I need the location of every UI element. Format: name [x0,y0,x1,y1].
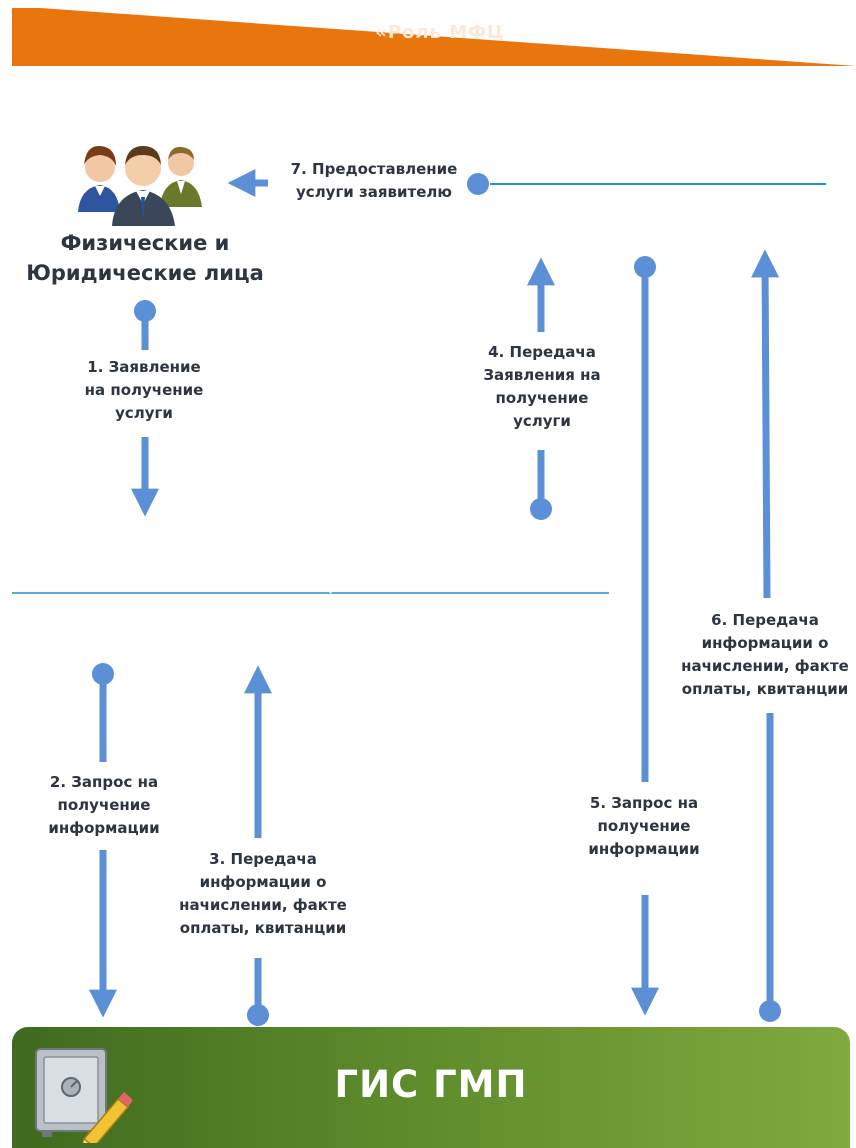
banner [0,0,856,66]
safe-icon [35,1048,132,1143]
arrow-step6 [751,249,780,599]
users-caption: Физические и Юридические лица [26,231,264,285]
label-step5: 5. Запрос на получение информации [588,794,700,858]
banner-shape [12,6,856,66]
dot-step7 [467,173,489,195]
gis-gmp-block: ГИС ГМП [12,1027,850,1148]
mfc-label-hidden: МФЦ [291,579,333,595]
banner-title: «Роль МФЦ [375,22,505,43]
people-icon [78,145,202,226]
pencil-icon [82,1092,132,1143]
label-step7: 7. Предоставление услуги заявителю [290,160,458,201]
label-step6: 6. Передача информации о начислении, фак… [681,611,849,698]
label-step4: 4. Передача Заявления на получение услуг… [483,343,601,430]
label-step1: 1. Заявление на получение услуги [84,358,204,422]
label-step3: 3. Передача информации о начислении, фак… [179,850,347,937]
label-step2: 2. Запрос на получение информации [48,773,160,837]
gis-title: ГИС ГМП [334,1063,528,1106]
